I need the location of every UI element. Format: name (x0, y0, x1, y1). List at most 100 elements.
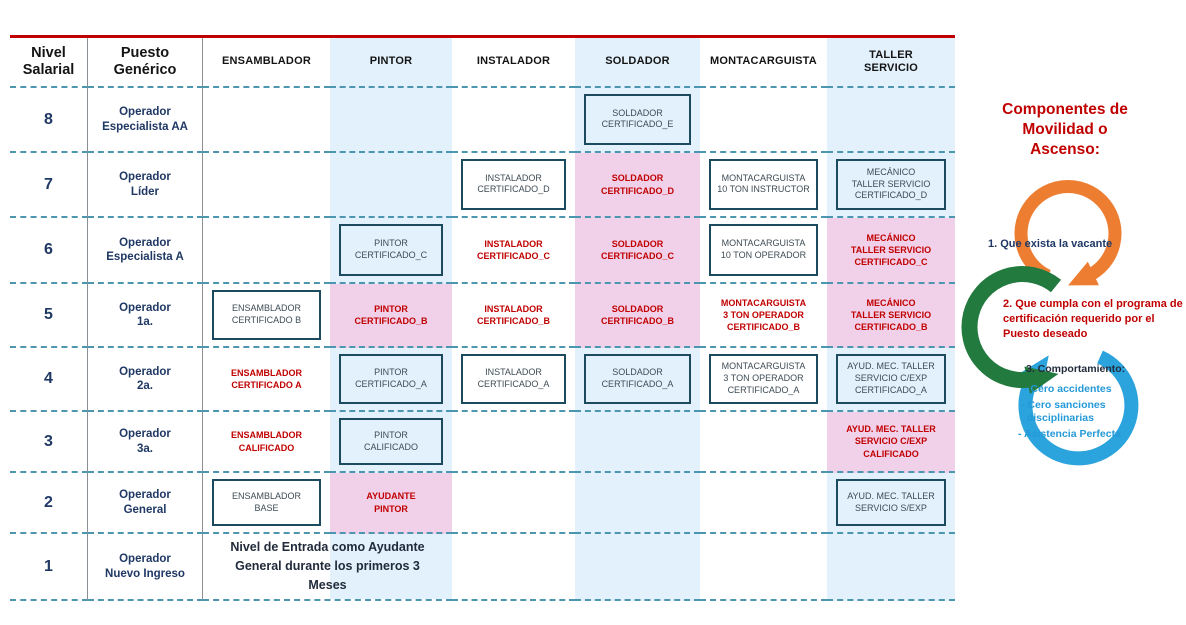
mobility-step-3-title: 3. Comportamiento: (1026, 363, 1126, 375)
job-box-montacarguista-7: MONTACARGUISTA 10 TON INSTRUCTOR (708, 159, 819, 210)
job-box-soldador-8: SOLDADOR CERTIFICADO_E (583, 94, 692, 145)
cell-ensamblador-level-3: ENSAMBLADOR CALIFICADO (203, 412, 330, 473)
job-label-pintor-5: PINTOR CERTIFICADO_B (354, 303, 428, 326)
column-header-soldador: SOLDADOR (575, 38, 700, 88)
salary-level-5: 5 (10, 284, 88, 348)
job-box-taller-2: AYUD. MEC. TALLER SERVICIO S/EXP (835, 478, 947, 527)
column-header-pintor: PINTOR (330, 38, 452, 88)
cell-soldador-level-1 (575, 534, 700, 601)
mobility-step-2: 2. Que cumpla con el programa de certifi… (1003, 298, 1183, 340)
cell-montacarguista-level-7: MONTACARGUISTA 10 TON INSTRUCTOR (700, 153, 827, 218)
generic-position-7: Operador Líder (88, 153, 203, 218)
level-salary-header: Nivel Salarial (10, 38, 88, 88)
mobility-title: Componentes de Movilidad o Ascenso: (1002, 101, 1128, 159)
cell-taller-level-5: MECÁNICO TALLER SERVICIO CERTIFICADO_B (827, 284, 955, 348)
cell-taller-level-2: AYUD. MEC. TALLER SERVICIO S/EXP (827, 473, 955, 534)
entry-note-text: Nivel de Entrada como Ayudante General d… (230, 540, 425, 592)
job-box-soldador-4: SOLDADOR CERTIFICADO_A (583, 354, 692, 404)
job-box-ensamblador-2: ENSAMBLADOR BASE (211, 478, 322, 527)
cell-instalador-level-1 (452, 534, 575, 601)
job-label-pintor-2: AYUDANTE PINTOR (366, 491, 416, 514)
salary-level-7: 7 (10, 153, 88, 218)
cell-ensamblador-level-4: ENSAMBLADOR CERTIFICADO A (203, 348, 330, 412)
salary-level-1: 1 (10, 534, 88, 601)
cell-soldador-level-6: SOLDADOR CERTIFICADO_C (575, 218, 700, 284)
cell-taller-level-4: AYUD. MEC. TALLER SERVICIO C/EXP CERTIFI… (827, 348, 955, 412)
blue-cycle-arrow-icon (1018, 350, 1139, 466)
cell-pintor-level-6: PINTOR CERTIFICADO_C (330, 218, 452, 284)
cell-instalador-level-4: INSTALADOR CERTIFICADO_A (452, 348, 575, 412)
generic-position-6: Operador Especialista A (88, 218, 203, 284)
cell-ensamblador-level-2: ENSAMBLADOR BASE (203, 473, 330, 534)
cell-soldador-level-4: SOLDADOR CERTIFICADO_A (575, 348, 700, 412)
orange-cycle-arrow-icon (1014, 180, 1122, 286)
generic-position-2: Operador General (88, 473, 203, 534)
cell-montacarguista-level-4: MONTACARGUISTA 3 TON OPERADOR CERTIFICAD… (700, 348, 827, 412)
behavior-bullet-attendance: - Asistencia Perfecta (1018, 428, 1121, 440)
cell-pintor-level-8 (330, 88, 452, 153)
cell-ensamblador-level-8 (203, 88, 330, 153)
job-label-soldador-6: SOLDADOR CERTIFICADO_C (600, 238, 674, 261)
cell-pintor-level-7 (330, 153, 452, 218)
cell-ensamblador-level-5: ENSAMBLADOR CERTIFICADO B (203, 284, 330, 348)
cell-montacarguista-level-6: MONTACARGUISTA 10 TON OPERADOR (700, 218, 827, 284)
generic-position-5: Operador 1a. (88, 284, 203, 348)
job-box-pintor-4: PINTOR CERTIFICADO_A (338, 354, 444, 404)
entry-note-cell: Nivel de Entrada como Ayudante General d… (203, 534, 452, 601)
salary-level-4: 4 (10, 348, 88, 412)
job-label-taller-5: MECÁNICO TALLER SERVICIO CERTIFICADO_B (850, 297, 932, 333)
job-label-ensamblador-3: ENSAMBLADOR CALIFICADO (231, 430, 302, 453)
cell-montacarguista-level-2 (700, 473, 827, 534)
generic-position-3: Operador 3a. (88, 412, 203, 473)
job-box-instalador-7: INSTALADOR CERTIFICADO_D (460, 159, 567, 210)
generic-position-1: Operador Nuevo Ingreso (88, 534, 203, 601)
job-label-montacarguista-5: MONTACARGUISTA 3 TON OPERADOR CERTIFICAD… (720, 297, 807, 333)
job-label-instalador-5: INSTALADOR CERTIFICADO_B (476, 303, 550, 326)
job-label-taller-3: AYUD. MEC. TALLER SERVICIO C/EXP CALIFIC… (846, 424, 936, 459)
cell-montacarguista-level-3 (700, 412, 827, 473)
cell-pintor-level-4: PINTOR CERTIFICADO_A (330, 348, 452, 412)
salary-level-8: 8 (10, 88, 88, 153)
job-box-taller-7: MECÁNICO TALLER SERVICIO CERTIFICADO_D (835, 159, 947, 210)
job-box-pintor-3: PINTOR CALIFICADO (338, 417, 444, 466)
mobility-step-1: 1. Que exista la vacante (988, 238, 1113, 250)
cell-soldador-level-7: SOLDADOR CERTIFICADO_D (575, 153, 700, 218)
cell-montacarguista-level-1 (700, 534, 827, 601)
cell-instalador-level-5: INSTALADOR CERTIFICADO_B (452, 284, 575, 348)
cell-ensamblador-level-6 (203, 218, 330, 284)
mobility-cycle-diagram (961, 180, 1139, 466)
column-header-instalador: INSTALADOR (452, 38, 575, 88)
cell-soldador-level-2 (575, 473, 700, 534)
cell-taller-level-6: MECÁNICO TALLER SERVICIO CERTIFICADO_C (827, 218, 955, 284)
salary-level-2: 2 (10, 473, 88, 534)
job-box-montacarguista-4: MONTACARGUISTA 3 TON OPERADOR CERTIFICAD… (708, 354, 819, 404)
salary-level-3: 3 (10, 412, 88, 473)
job-box-pintor-6: PINTOR CERTIFICADO_C (338, 224, 444, 276)
cell-taller-level-7: MECÁNICO TALLER SERVICIO CERTIFICADO_D (827, 153, 955, 218)
cell-taller-level-8 (827, 88, 955, 153)
behavior-bullet-sanctions: - Cero sanciones disciplinarias (1021, 399, 1106, 425)
job-label-soldador-5: SOLDADOR CERTIFICADO_B (600, 303, 674, 326)
cell-instalador-level-7: INSTALADOR CERTIFICADO_D (452, 153, 575, 218)
behavior-bullet-accidents: - Cero accidentes (1024, 383, 1112, 395)
cell-soldador-level-3 (575, 412, 700, 473)
cell-instalador-level-2 (452, 473, 575, 534)
cell-montacarguista-level-8 (700, 88, 827, 153)
column-header-montacarguista: MONTACARGUISTA (700, 38, 827, 88)
cell-instalador-level-6: INSTALADOR CERTIFICADO_C (452, 218, 575, 284)
column-header-ensamblador: ENSAMBLADOR (203, 38, 330, 88)
cell-pintor-level-2: AYUDANTE PINTOR (330, 473, 452, 534)
job-box-montacarguista-6: MONTACARGUISTA 10 TON OPERADOR (708, 224, 819, 276)
column-header-taller: TALLER SERVICIO (827, 38, 955, 88)
cell-soldador-level-5: SOLDADOR CERTIFICADO_B (575, 284, 700, 348)
cell-ensamblador-level-7 (203, 153, 330, 218)
cell-taller-level-3: AYUD. MEC. TALLER SERVICIO C/EXP CALIFIC… (827, 412, 955, 473)
pintor-column-stripe (330, 534, 452, 599)
generic-position-header: Puesto Genérico (88, 38, 203, 88)
cell-montacarguista-level-5: MONTACARGUISTA 3 TON OPERADOR CERTIFICAD… (700, 284, 827, 348)
job-box-taller-4: AYUD. MEC. TALLER SERVICIO C/EXP CERTIFI… (835, 354, 947, 404)
job-box-instalador-4: INSTALADOR CERTIFICADO_A (460, 354, 567, 404)
job-label-ensamblador-4: ENSAMBLADOR CERTIFICADO A (231, 367, 302, 390)
green-cycle-arrow-icon (961, 266, 1062, 394)
